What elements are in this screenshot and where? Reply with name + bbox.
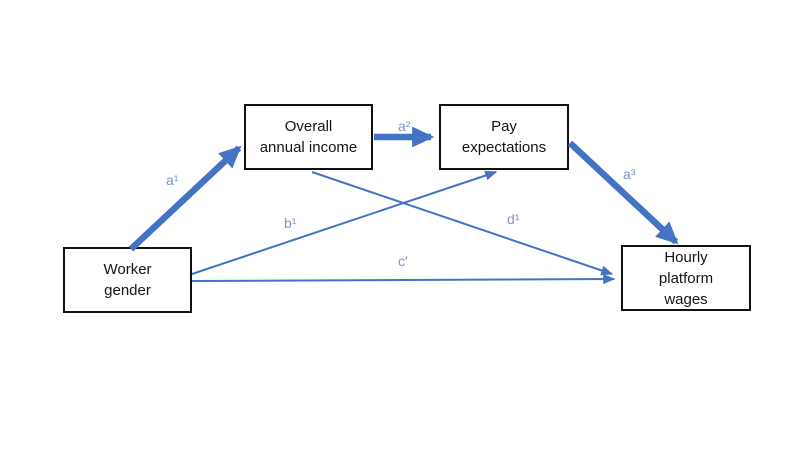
- edge-b1-arrow: [191, 170, 498, 275]
- edge-c-arrow: [191, 274, 616, 285]
- edge-a3-label: a³: [623, 166, 636, 182]
- node-hourly-platform-wages: Hourly platform wages: [621, 245, 751, 311]
- edge-a1-label: a¹: [166, 172, 179, 188]
- edge-d1-arrow: [311, 171, 614, 276]
- edge-a3-arrow: [567, 140, 679, 245]
- node-pay-expectations: Pay expectations: [439, 104, 569, 170]
- edge-a2-label: a²: [398, 118, 411, 134]
- edge-c-label: c′: [398, 253, 408, 269]
- node-worker-gender: Worker gender: [63, 247, 192, 313]
- edge-b1-label: b¹: [284, 215, 297, 231]
- edge-d1-label: d¹: [507, 211, 520, 227]
- edge-a1-arrow: [128, 145, 242, 252]
- node-overall-annual-income: Overall annual income: [244, 104, 373, 170]
